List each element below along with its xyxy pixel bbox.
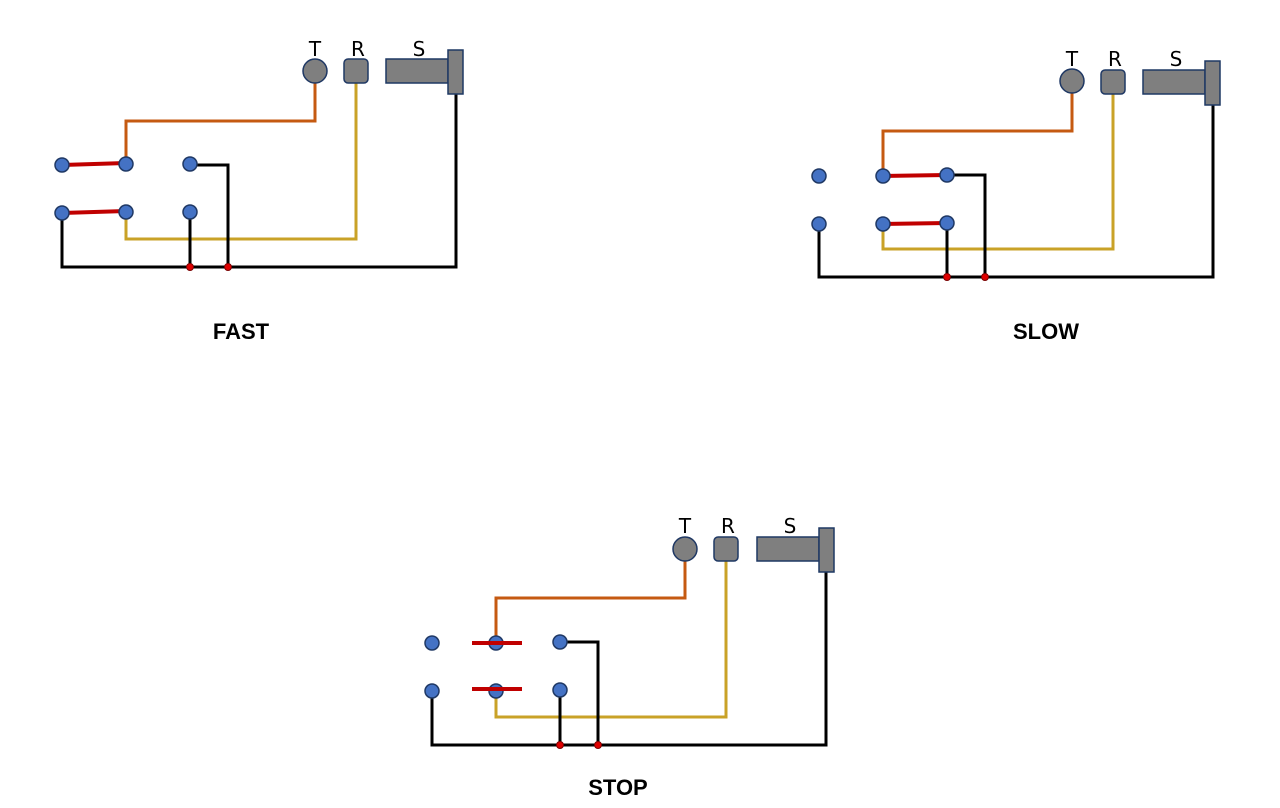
ring-wire (494, 561, 728, 719)
ring-terminal (1100, 69, 1126, 95)
switch-contact (424, 683, 440, 699)
switch-contact (54, 157, 70, 173)
tip-terminal (672, 536, 698, 562)
sleeve-flange (818, 527, 835, 573)
diagram-title: SLOW (1013, 319, 1079, 344)
ring-terminal (343, 58, 369, 84)
switch-contact (54, 205, 70, 221)
slow-diagram: T R S SLOW (811, 47, 1221, 344)
sleeve-flange (1204, 60, 1221, 106)
switch-bar (61, 161, 127, 167)
switch-bar (882, 221, 948, 226)
ring-label: R (1108, 47, 1122, 71)
switch-contact (424, 635, 440, 651)
tip-wire (881, 93, 1074, 176)
switch-contact (182, 204, 198, 220)
tip-terminal (1059, 68, 1085, 94)
switch-contact (118, 156, 134, 172)
ground-wire (60, 93, 458, 269)
sleeve-label: S (784, 514, 797, 538)
junction-dot (594, 741, 602, 749)
tip-label: T (678, 514, 692, 538)
sleeve-flange (447, 49, 464, 95)
switch-contact (939, 167, 955, 183)
switch-bar (61, 209, 127, 215)
ring-wire (124, 83, 358, 241)
ground-wire (430, 571, 828, 747)
switch-contact (552, 634, 568, 650)
diagram-title: STOP (588, 775, 648, 800)
switch-contact (811, 168, 827, 184)
ring-wire (881, 93, 1115, 251)
junction-dot (224, 263, 232, 271)
tip-wire (124, 83, 317, 165)
switch-contact (118, 204, 134, 220)
sleeve-label: S (413, 37, 426, 61)
diagram-title: FAST (213, 319, 270, 344)
sleeve-terminal (1142, 69, 1206, 95)
switch-bar (882, 173, 948, 178)
sleeve-terminal (385, 58, 449, 84)
ring-terminal (713, 536, 739, 562)
stop-diagram: T R S STOP (424, 514, 835, 800)
ground-wire (190, 163, 230, 267)
junction-dot (981, 273, 989, 281)
tip-label: T (308, 37, 322, 61)
switch-contact (875, 216, 891, 232)
sleeve-terminal (756, 536, 820, 562)
tip-wire (494, 561, 687, 643)
junction-dot (943, 273, 951, 281)
ground-wire (947, 173, 987, 277)
junction-dot (556, 741, 564, 749)
fast-diagram: T R S FAST (54, 37, 464, 344)
switch-contact (875, 168, 891, 184)
ring-label: R (351, 37, 365, 61)
ground-wire (560, 640, 600, 745)
tip-terminal (302, 58, 328, 84)
tip-label: T (1065, 47, 1079, 71)
switch-contact (939, 215, 955, 231)
sleeve-label: S (1170, 47, 1183, 71)
switch-contact (552, 682, 568, 698)
ground-wire (817, 103, 1215, 279)
junction-dot (186, 263, 194, 271)
switch-contact (811, 216, 827, 232)
ring-label: R (721, 514, 735, 538)
switch-contact (182, 156, 198, 172)
